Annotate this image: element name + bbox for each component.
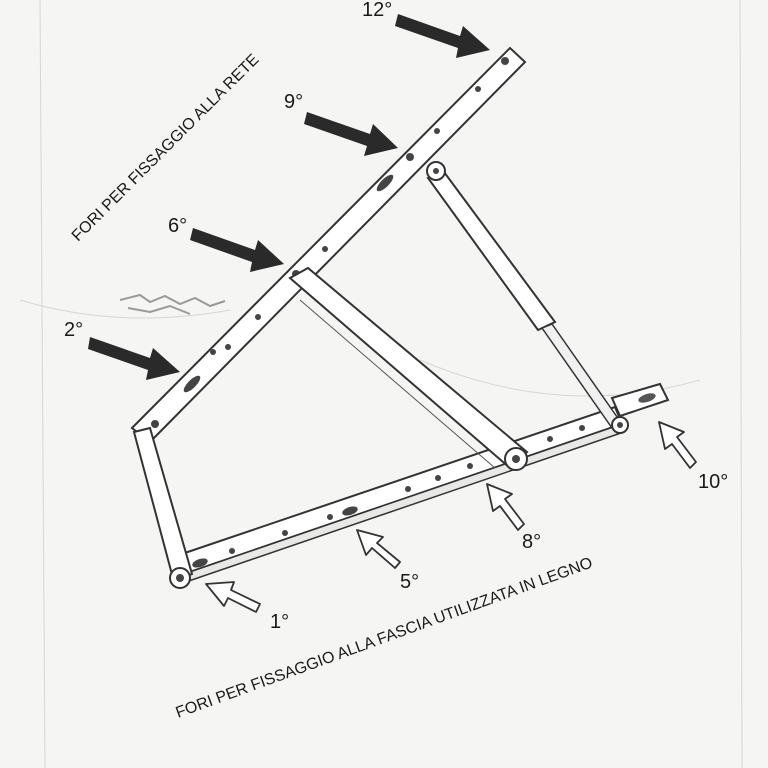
arrow-6-degrees [190,228,284,272]
arrow-9-degrees [304,112,398,156]
upper-rail [130,46,527,444]
lower-rail-holes [192,425,585,568]
main-brace [288,266,529,471]
label-10-degrees: 10° [698,471,728,493]
arrow-2-degrees [88,337,180,380]
caption-top: FORI PER FISSAGGIO ALLA RETE [69,51,263,245]
label-9-degrees: 9° [284,91,303,113]
label-8-degrees: 8° [522,531,541,553]
solid-arrows [88,14,490,380]
paper-texture [19,0,743,768]
label-6-degrees: 6° [168,215,187,237]
arrow-12-degrees [395,14,490,58]
label-12-degrees: 12° [362,0,392,21]
gas-spring [426,161,629,434]
crumple-mark [119,293,226,315]
caption-bottom: FORI PER FISSAGGIO ALLA FASCIA UTILIZZAT… [174,555,595,722]
lower-rail [168,405,625,585]
label-2-degrees: 2° [64,319,83,341]
label-1-degree: 1° [270,611,289,633]
outline-arrows [205,421,697,613]
left-link [132,426,194,589]
end-bracket [610,382,670,418]
arrow-5-degrees [356,529,401,569]
degree-labels: 2° 6° 9° 12° 1° 5° 8° 10° [64,0,728,633]
arrow-8-degrees [486,483,525,531]
label-5-degrees: 5° [400,571,419,593]
arrow-1-degree [205,581,261,613]
arrow-10-degrees [658,421,697,469]
